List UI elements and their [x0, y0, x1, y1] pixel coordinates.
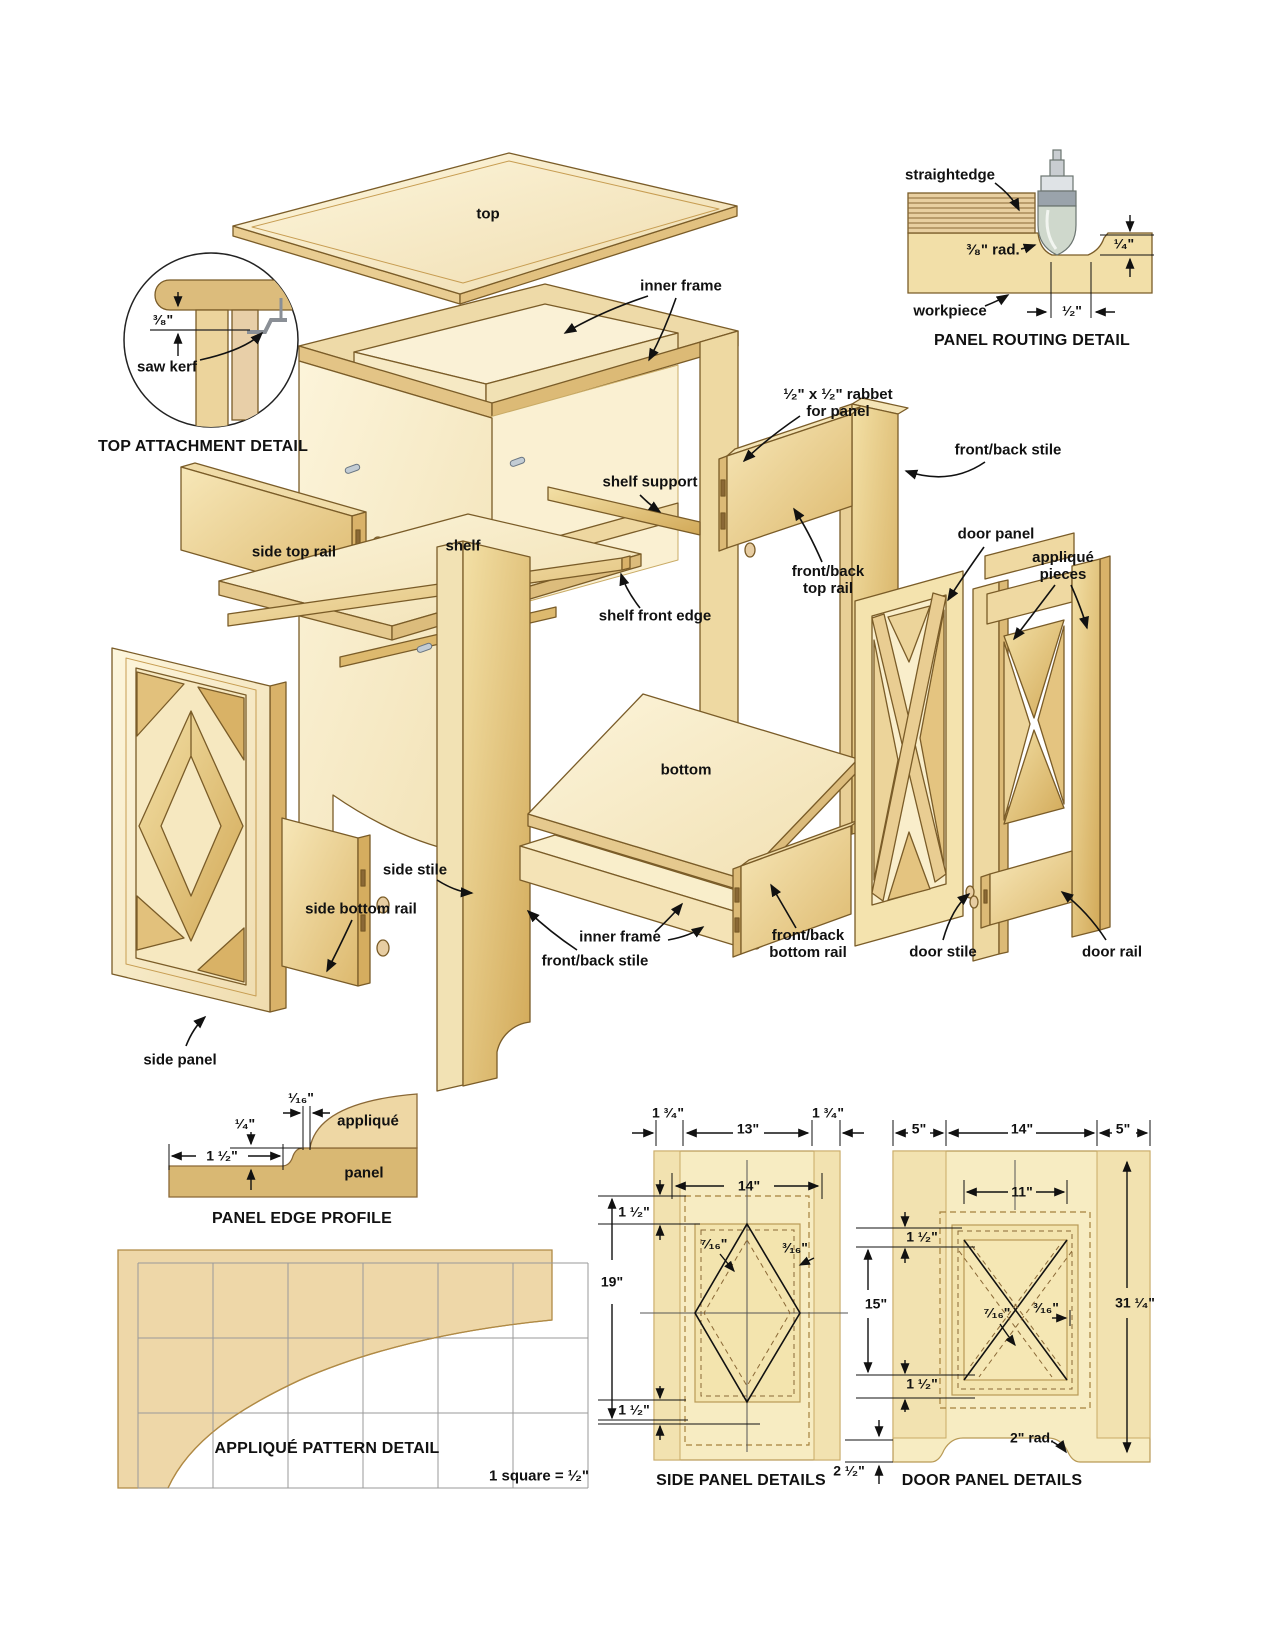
side-panel-details: [598, 1120, 864, 1461]
dpd-dim-15: 15": [864, 1295, 888, 1312]
caption-door-panel-details: DOOR PANEL DETAILS: [901, 1472, 1083, 1489]
callout-arrows: [185, 182, 1107, 1454]
dpd-dim-3114: 31 ¹⁄₄": [1115, 1294, 1155, 1311]
applique-pattern-detail: [117, 1249, 589, 1489]
router-bit-shape: [1037, 149, 1077, 256]
tad-dim-three-eighths: ³⁄₈": [152, 311, 174, 328]
side-bottom-rail-piece: [281, 817, 390, 987]
label-side-panel: side panel: [143, 1051, 217, 1069]
dpd-dim-14: 14": [1010, 1120, 1034, 1137]
label-side-stile: side stile: [382, 861, 448, 879]
spd-dim-13: 13": [736, 1120, 760, 1137]
label-door-panel: door panel: [957, 525, 1035, 543]
label-applique-pieces: appliqué pieces: [1032, 549, 1094, 583]
caption-applique-pattern-detail: APPLIQUÉ PATTERN DETAIL: [214, 1440, 440, 1457]
profile-applique-shape: [309, 1093, 418, 1149]
prd-dim-half: ¹⁄₂": [1062, 302, 1082, 319]
spd-dim-19: 19": [600, 1273, 624, 1290]
apd-scale-note: 1 square = ¹⁄₂": [488, 1467, 590, 1485]
caption-side-panel-details: SIDE PANEL DETAILS: [656, 1472, 826, 1489]
label-shelf: shelf: [445, 537, 481, 555]
label-front-back-stile-upper: front/back stile: [954, 441, 1062, 459]
caption-top-attachment-detail: TOP ATTACHMENT DETAIL: [97, 438, 309, 455]
label-shelf-support: shelf support: [602, 473, 698, 491]
prd-dim-quarter: ¹⁄₄": [1113, 235, 1135, 252]
label-side-top-rail: side top rail: [251, 543, 337, 561]
label-inner-frame-top: inner frame: [640, 277, 722, 295]
dpd-dim-5-left: 5": [911, 1120, 927, 1137]
label-inner-frame-bottom: inner frame: [579, 928, 661, 946]
pep-label-applique: appliqué: [337, 1112, 399, 1130]
door-panel-details: [845, 1120, 1151, 1484]
pep-label-panel: panel: [344, 1164, 384, 1182]
dpd-dim-212: 2 ¹⁄₂": [833, 1462, 865, 1479]
panel-routing-detail: [907, 149, 1154, 318]
spd-dim-112-bottom: 1 ¹⁄₂": [618, 1401, 650, 1418]
door-panel-piece: [854, 570, 964, 947]
dpd-dim-2rad: 2" rad.: [1010, 1429, 1054, 1446]
top-attachment-detail: [123, 252, 299, 428]
label-rabbet: ¹⁄₂" x ¹⁄₂" rabbet for panel: [783, 386, 893, 420]
dpd-dim-316: ³⁄₁₆": [1033, 1299, 1059, 1316]
caption-panel-routing-detail: PANEL ROUTING DETAIL: [934, 332, 1130, 349]
dpd-dim-716: ⁷⁄₁₆": [983, 1304, 1011, 1321]
pattern-grid: [137, 1262, 589, 1489]
prd-label-workpiece: workpiece: [913, 302, 987, 320]
prd-dim-rad: ³⁄₈" rad.: [966, 241, 1020, 259]
dpd-dim-112-top: 1 ¹⁄₂": [906, 1228, 938, 1245]
top-panel-piece: [232, 152, 738, 305]
caption-panel-edge-profile: PANEL EDGE PROFILE: [212, 1210, 392, 1227]
label-front-back-stile-lower: front/back stile: [541, 952, 649, 970]
pep-dim-quarter: ¹⁄₄": [234, 1115, 256, 1132]
spd-dim-134-left: 1 ³⁄₄": [652, 1104, 684, 1121]
side-stile-piece: [436, 540, 531, 1092]
pep-dim-sixteenth: ¹⁄₁₆": [288, 1089, 314, 1106]
label-front-back-bottom-rail: front/back bottom rail: [769, 927, 847, 961]
label-door-rail: door rail: [1081, 943, 1143, 961]
label-bottom: bottom: [660, 761, 712, 779]
dowel-pins: [344, 456, 526, 653]
panel-edge-profile: [168, 1093, 418, 1198]
dpd-dim-11: 11": [1011, 1183, 1033, 1200]
spd-dim-14: 14": [737, 1177, 761, 1194]
label-front-back-top-rail: front/back top rail: [791, 563, 865, 597]
label-side-bottom-rail: side bottom rail: [305, 900, 417, 918]
spd-dim-112-top: 1 ¹⁄₂": [618, 1203, 650, 1220]
label-top: top: [476, 205, 500, 223]
dpd-dim-112-bottom: 1 ¹⁄₂": [906, 1375, 938, 1392]
side-panel-piece: [111, 647, 287, 1013]
dpd-dim-5-right: 5": [1115, 1120, 1131, 1137]
exploded-view: [111, 152, 1111, 1092]
tad-label-saw-kerf: saw kerf: [136, 358, 198, 376]
prd-label-straightedge: straightedge: [904, 166, 996, 184]
spd-dim-716: ⁷⁄₁₆": [700, 1235, 728, 1252]
pep-dim-one-half: 1 ¹⁄₂": [206, 1147, 238, 1164]
spd-dim-134-right: 1 ³⁄₄": [812, 1104, 844, 1121]
spd-dim-316: ³⁄₁₆": [782, 1239, 808, 1256]
label-door-stile: door stile: [909, 943, 977, 961]
door-frame-pieces: [969, 532, 1111, 938]
label-shelf-front-edge: shelf front edge: [598, 607, 712, 625]
